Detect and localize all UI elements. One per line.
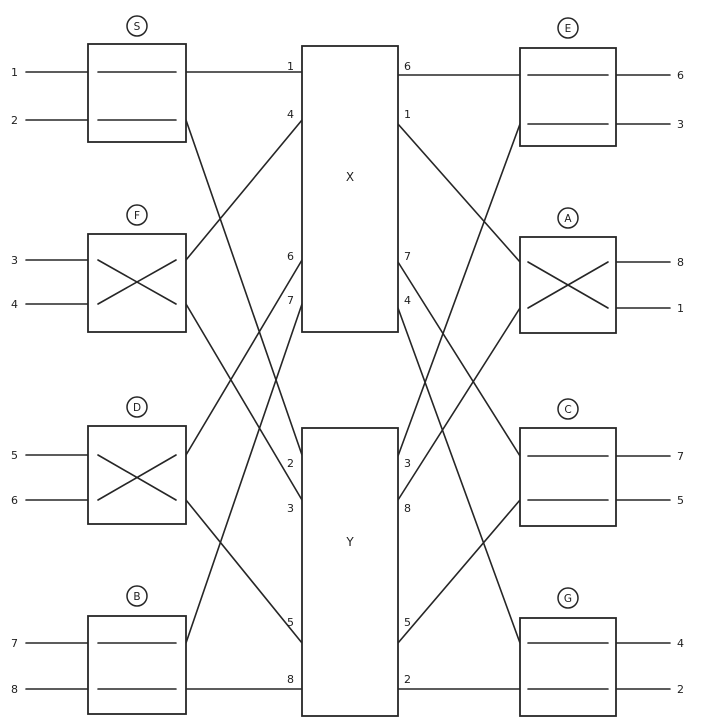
switch-e-box bbox=[519, 47, 617, 147]
switch-e-label: E bbox=[565, 23, 572, 35]
switch-c-badge bbox=[557, 398, 579, 420]
switch-a-label: A bbox=[564, 213, 572, 225]
switch-d-badge bbox=[126, 396, 148, 418]
link-f-bottom-y3 bbox=[185, 303, 303, 501]
switch-g: G bbox=[519, 587, 617, 717]
input-labels: 1 2 3 4 5 6 7 8 bbox=[11, 66, 18, 696]
module-y-right-port-3: 5 bbox=[404, 616, 411, 629]
output-label-5: 7 bbox=[677, 450, 684, 463]
module-y-right-port-1: 3 bbox=[404, 457, 411, 470]
switch-a: A bbox=[519, 207, 617, 334]
module-y-label: Y bbox=[345, 535, 354, 549]
link-b-top-x7 bbox=[185, 303, 303, 644]
link-s-bottom-y2 bbox=[185, 119, 303, 456]
link-x7-c-top bbox=[397, 261, 521, 457]
switch-b-box bbox=[87, 615, 187, 715]
input-label-6: 6 bbox=[11, 494, 18, 507]
switch-f-cross-b bbox=[97, 259, 177, 305]
switch-f: F bbox=[87, 204, 187, 333]
link-x4-g-top bbox=[397, 307, 521, 644]
switch-f-box bbox=[87, 233, 187, 333]
switch-d-box bbox=[87, 425, 187, 525]
switch-f-label: F bbox=[134, 210, 140, 222]
switch-c: C bbox=[519, 398, 617, 527]
switch-c-label: C bbox=[564, 404, 571, 416]
input-label-8: 8 bbox=[11, 683, 18, 696]
input-label-1: 1 bbox=[11, 66, 18, 79]
module-x: X 1 4 6 7 6 1 7 4 bbox=[287, 45, 411, 333]
switch-s-badge bbox=[126, 15, 148, 37]
link-y3-e-bottom bbox=[397, 123, 521, 457]
module-x-right-port-1: 6 bbox=[404, 60, 411, 73]
input-label-2: 2 bbox=[11, 114, 18, 127]
module-x-right-port-3: 7 bbox=[404, 250, 411, 263]
module-y-left-port-4: 8 bbox=[287, 673, 294, 686]
switch-s: S bbox=[87, 15, 187, 143]
input-label-7: 7 bbox=[11, 637, 18, 650]
input-label-3: 3 bbox=[11, 254, 18, 267]
input-label-4: 4 bbox=[11, 298, 18, 311]
module-x-left-port-4: 7 bbox=[287, 294, 294, 307]
link-x1-a-top bbox=[397, 123, 521, 263]
switch-b-label: B bbox=[133, 591, 140, 603]
switch-e: E bbox=[519, 17, 617, 147]
switch-d-cross-b bbox=[97, 454, 177, 501]
module-x-left-port-3: 6 bbox=[287, 250, 294, 263]
module-x-left-port-1: 1 bbox=[287, 60, 294, 73]
module-x-left-port-2: 4 bbox=[287, 108, 294, 121]
output-label-7: 4 bbox=[677, 637, 684, 650]
switch-b: B bbox=[87, 585, 187, 715]
module-y: Y 2 3 5 8 3 8 5 2 bbox=[287, 427, 411, 717]
module-y-right-port-2: 8 bbox=[404, 502, 411, 515]
switch-g-badge bbox=[557, 587, 579, 609]
output-label-1: 6 bbox=[677, 69, 684, 82]
link-y5-c-bottom bbox=[397, 499, 521, 644]
link-d-bottom-y5 bbox=[185, 499, 303, 644]
switch-g-box bbox=[519, 617, 617, 717]
switch-a-badge bbox=[557, 207, 579, 229]
output-label-3: 8 bbox=[677, 256, 684, 269]
output-labels: 6 3 8 1 7 5 4 2 bbox=[677, 69, 684, 696]
input-label-5: 5 bbox=[11, 449, 18, 462]
switch-a-cross-b bbox=[527, 261, 609, 309]
wires bbox=[25, 71, 671, 690]
switch-d-label: D bbox=[133, 402, 141, 414]
module-y-left-port-3: 5 bbox=[287, 616, 294, 629]
switch-b-badge bbox=[126, 585, 148, 607]
output-label-4: 1 bbox=[677, 302, 684, 315]
output-label-8: 2 bbox=[677, 683, 684, 696]
module-x-label: X bbox=[346, 170, 354, 184]
module-x-box bbox=[301, 45, 399, 333]
switch-g-label: G bbox=[564, 593, 572, 605]
output-label-2: 3 bbox=[677, 118, 684, 131]
switch-d: D bbox=[87, 396, 187, 525]
switch-s-label: S bbox=[134, 21, 141, 33]
module-y-right-port-4: 2 bbox=[404, 673, 411, 686]
link-y8-a-bottom bbox=[397, 307, 521, 501]
switch-f-badge bbox=[126, 204, 148, 226]
link-f-top-x4 bbox=[185, 119, 303, 261]
switch-e-badge bbox=[557, 17, 579, 39]
output-label-6: 5 bbox=[677, 494, 684, 507]
module-x-right-port-2: 1 bbox=[404, 108, 411, 121]
module-y-left-port-1: 2 bbox=[287, 457, 294, 470]
module-y-left-port-2: 3 bbox=[287, 502, 294, 515]
module-y-box bbox=[301, 427, 399, 717]
switch-c-box bbox=[519, 427, 617, 527]
link-d-top-x6 bbox=[185, 259, 303, 456]
switch-s-box bbox=[87, 43, 187, 143]
module-x-right-port-4: 4 bbox=[404, 294, 411, 307]
